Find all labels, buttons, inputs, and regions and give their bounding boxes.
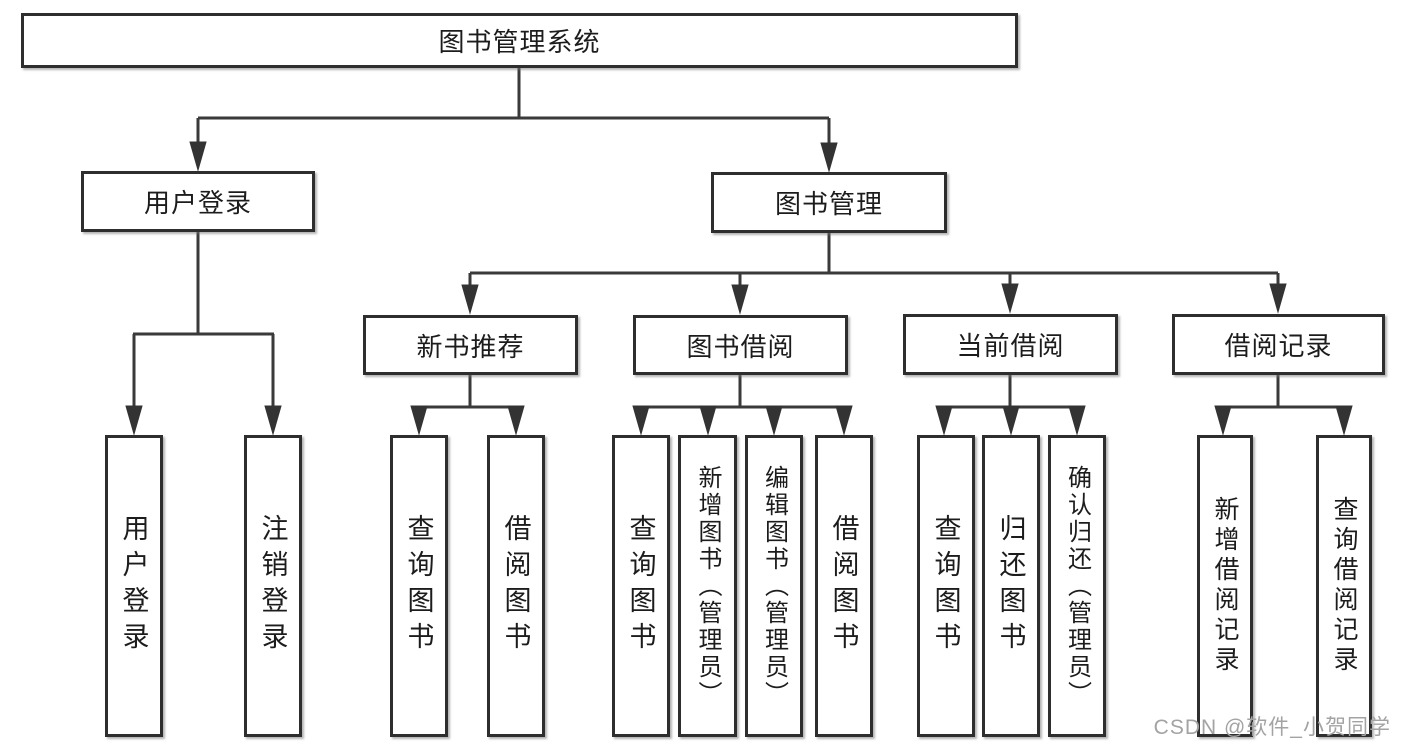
arrowhead — [1002, 405, 1020, 436]
arrowhead — [935, 405, 953, 436]
arrowhead — [632, 405, 650, 436]
node-user-login: 用户登录 — [81, 171, 315, 232]
arrowhead — [461, 284, 479, 315]
leaf-add-borrow-record: 新增借阅记录 — [1197, 435, 1253, 737]
leaf-query-borrow-record: 查询借阅记录 — [1316, 435, 1372, 737]
node-current-borrowing: 当前借阅 — [903, 314, 1118, 375]
leaf-confirm-return-admin: 确认归还（管理员） — [1048, 435, 1106, 737]
node-root: 图书管理系统 — [21, 13, 1018, 68]
arrowhead — [125, 405, 143, 436]
csdn-watermark: CSDN @软件_小贺同学 — [1153, 716, 1391, 739]
arrowhead — [507, 405, 525, 436]
leaf-query-books-current: 查询图书 — [917, 435, 975, 737]
arrowhead — [410, 405, 428, 436]
arrowhead — [189, 141, 207, 172]
connector-new-book-split — [410, 375, 525, 436]
arrowhead — [835, 405, 853, 436]
connector-line — [944, 375, 1077, 410]
connector-book-borrowing-split — [632, 375, 853, 436]
leaf-edit-books-admin: 编辑图书（管理员） — [745, 435, 803, 737]
node-book-management: 图书管理 — [711, 172, 947, 233]
connector-line — [196, 68, 831, 147]
leaf-borrow-books-borrowing: 借阅图书 — [815, 435, 873, 737]
arrowhead — [1068, 405, 1086, 436]
node-borrow-records: 借阅记录 — [1172, 314, 1385, 375]
arrowhead — [699, 405, 717, 436]
arrowhead — [820, 142, 838, 173]
arrowhead — [765, 405, 783, 436]
connector-book-management-split — [461, 233, 1287, 315]
leaf-return-books: 归还图书 — [982, 435, 1040, 737]
leaf-query-books-recommend: 查询图书 — [390, 435, 448, 737]
connector-current-borrowing-split — [935, 375, 1086, 436]
arrowhead — [1001, 283, 1019, 314]
connector-line — [417, 375, 518, 410]
arrowhead — [1335, 405, 1353, 436]
connector-line — [132, 232, 275, 410]
connector-user-login-split — [125, 232, 282, 436]
connector-line — [641, 375, 844, 410]
connector-line — [1223, 375, 1344, 409]
arrowhead — [264, 405, 282, 436]
leaf-borrow-books-recommend: 借阅图书 — [487, 435, 545, 737]
node-new-book-recommend: 新书推荐 — [363, 315, 578, 375]
connector-line — [468, 233, 1280, 289]
arrowhead — [731, 284, 749, 315]
leaf-query-books-borrowing: 查询图书 — [612, 435, 670, 737]
connector-borrow-records-split — [1214, 375, 1353, 436]
connector-root-split — [189, 68, 838, 173]
arrowhead — [1214, 405, 1232, 436]
leaf-add-books-admin: 新增图书（管理员） — [678, 435, 737, 737]
leaf-logout: 注销登录 — [244, 435, 302, 737]
arrowhead — [1269, 283, 1287, 314]
node-book-borrowing: 图书借阅 — [633, 315, 848, 375]
leaf-user-login: 用户登录 — [105, 435, 163, 737]
